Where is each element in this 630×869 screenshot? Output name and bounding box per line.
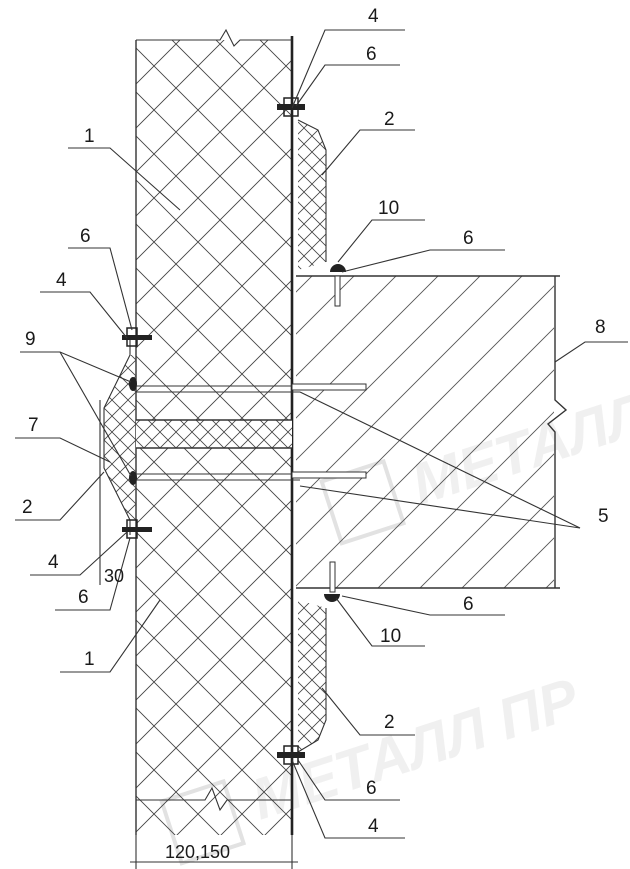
sandwich-panel — [135, 28, 294, 835]
label-6-left-bottom: 6 — [78, 587, 89, 608]
label-9: 9 — [25, 329, 36, 350]
label-6-bottom: 6 — [366, 778, 377, 799]
label-6-top: 6 — [366, 44, 377, 65]
dimension-wall-thickness: 120,150 — [165, 842, 230, 862]
wall-thickness-dimension: 120,150 — [130, 835, 298, 869]
label-10-top: 10 — [378, 198, 399, 219]
left-flashing — [99, 340, 300, 580]
watermark-text-bottom: МЕТАЛЛ ПР — [244, 666, 587, 833]
fastener-rods — [291, 383, 367, 479]
label-1-top: 1 — [84, 126, 95, 147]
label-4-left-bottom: 4 — [48, 552, 59, 573]
right-flashing-lower — [297, 600, 327, 753]
label-6-right-lower: 6 — [463, 594, 474, 615]
concrete-slab — [296, 275, 568, 589]
label-2-left: 2 — [22, 497, 33, 518]
callout-labels: 4 6 2 10 6 8 1 6 4 9 7 2 4 6 1 5 6 10 2 … — [22, 6, 609, 837]
label-4-left-top: 4 — [56, 270, 67, 291]
label-5: 5 — [598, 506, 609, 527]
label-7: 7 — [28, 415, 39, 436]
leader-lines — [15, 29, 628, 839]
dimension-gap: 30 — [104, 566, 124, 586]
gap-dimension: 30 — [99, 566, 124, 586]
label-10-bottom: 10 — [380, 626, 401, 647]
label-1-bottom: 1 — [84, 649, 95, 670]
label-8: 8 — [595, 317, 606, 338]
right-flashing-upper — [297, 119, 327, 270]
label-6-right-upper: 6 — [463, 228, 474, 249]
label-4-top: 4 — [368, 6, 379, 27]
fasteners — [122, 97, 346, 765]
label-4-bottom: 4 — [368, 816, 379, 837]
label-2-bottom-right: 2 — [384, 712, 395, 733]
label-2-top-right: 2 — [384, 109, 395, 130]
label-6-left-top: 6 — [80, 226, 91, 247]
